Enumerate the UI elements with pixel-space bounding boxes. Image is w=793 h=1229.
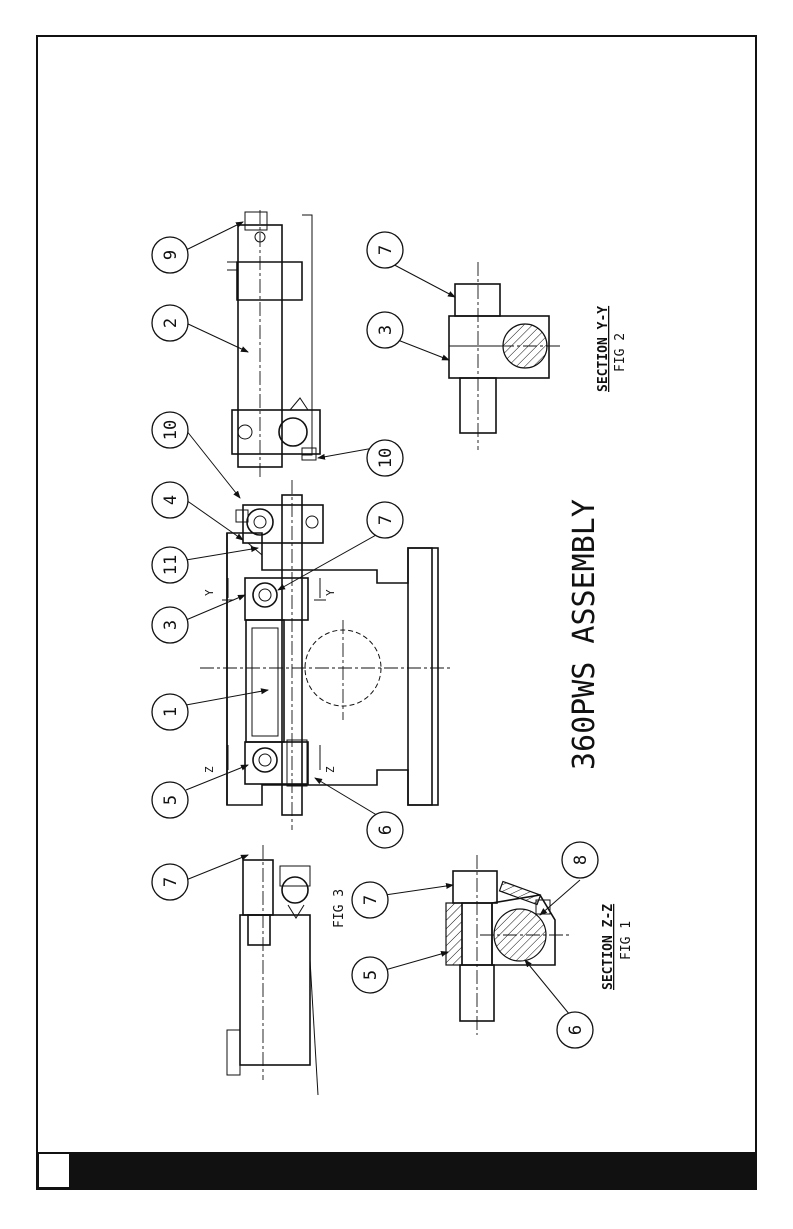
svg-text:8: 8 bbox=[571, 855, 591, 865]
section-z-marker-left: Z bbox=[203, 766, 216, 773]
section-y-marker-right: Y bbox=[324, 589, 337, 596]
fig3-label: FIG 3 bbox=[332, 889, 347, 928]
balloon-10-bottom: 10 bbox=[367, 440, 403, 476]
balloon-8: 8 bbox=[562, 842, 598, 878]
footer-bar bbox=[37, 1152, 756, 1189]
svg-text:1: 1 bbox=[161, 707, 181, 717]
section-z-view bbox=[446, 855, 570, 1035]
svg-text:5: 5 bbox=[361, 970, 381, 980]
balloon-3-section-y: 3 bbox=[367, 312, 403, 348]
balloon-7-section-y: 7 bbox=[367, 232, 403, 268]
svg-text:10: 10 bbox=[161, 420, 181, 440]
page-number-box bbox=[39, 1154, 69, 1187]
svg-text:7: 7 bbox=[376, 515, 396, 525]
balloon-7-main: 7 bbox=[367, 502, 403, 538]
section-y-title: SECTION Y-Y bbox=[596, 306, 611, 392]
svg-text:9: 9 bbox=[161, 250, 181, 260]
section-y-fig: FIG 2 bbox=[613, 333, 628, 372]
balloon-6-main: 6 bbox=[367, 812, 403, 848]
svg-text:11: 11 bbox=[161, 555, 181, 575]
balloon-2: 2 bbox=[152, 305, 188, 341]
svg-text:7: 7 bbox=[376, 245, 396, 255]
section-z-marker-right: Z bbox=[324, 766, 337, 773]
balloon-1: 1 bbox=[152, 694, 188, 730]
svg-text:4: 4 bbox=[161, 495, 181, 505]
balloon-3-main: 3 bbox=[152, 607, 188, 643]
balloon-7-section-z: 7 bbox=[352, 882, 388, 918]
svg-text:7: 7 bbox=[361, 895, 381, 905]
svg-text:6: 6 bbox=[376, 825, 396, 835]
balloon-6-section-z: 6 bbox=[557, 1012, 593, 1048]
section-z-title: SECTION Z-Z bbox=[601, 904, 616, 990]
balloon-7-fig3: 7 bbox=[152, 864, 188, 900]
balloon-4: 4 bbox=[152, 482, 188, 518]
balloon-11: 11 bbox=[152, 547, 188, 583]
balloon-5-main: 5 bbox=[152, 782, 188, 818]
section-y-marker-left: Y bbox=[203, 589, 216, 596]
balloon-9: 9 bbox=[152, 237, 188, 273]
main-assembly-view: Y Y Z Z bbox=[200, 480, 450, 830]
svg-text:7: 7 bbox=[161, 877, 181, 887]
assembly-title: 360PWS ASSEMBLY bbox=[567, 499, 602, 770]
fig3-view bbox=[227, 845, 318, 1095]
section-y-view bbox=[449, 262, 560, 450]
svg-text:2: 2 bbox=[161, 318, 181, 328]
balloon-10-top: 10 bbox=[152, 412, 188, 448]
svg-text:5: 5 bbox=[161, 795, 181, 805]
svg-text:6: 6 bbox=[566, 1025, 586, 1035]
svg-text:10: 10 bbox=[376, 448, 396, 468]
svg-text:3: 3 bbox=[376, 325, 396, 335]
balloon-5-section-z: 5 bbox=[352, 957, 388, 993]
svg-text:3: 3 bbox=[161, 620, 181, 630]
top-shaft-view bbox=[227, 210, 320, 480]
sheet-border bbox=[37, 36, 756, 1189]
section-z-fig: FIG 1 bbox=[619, 921, 634, 960]
